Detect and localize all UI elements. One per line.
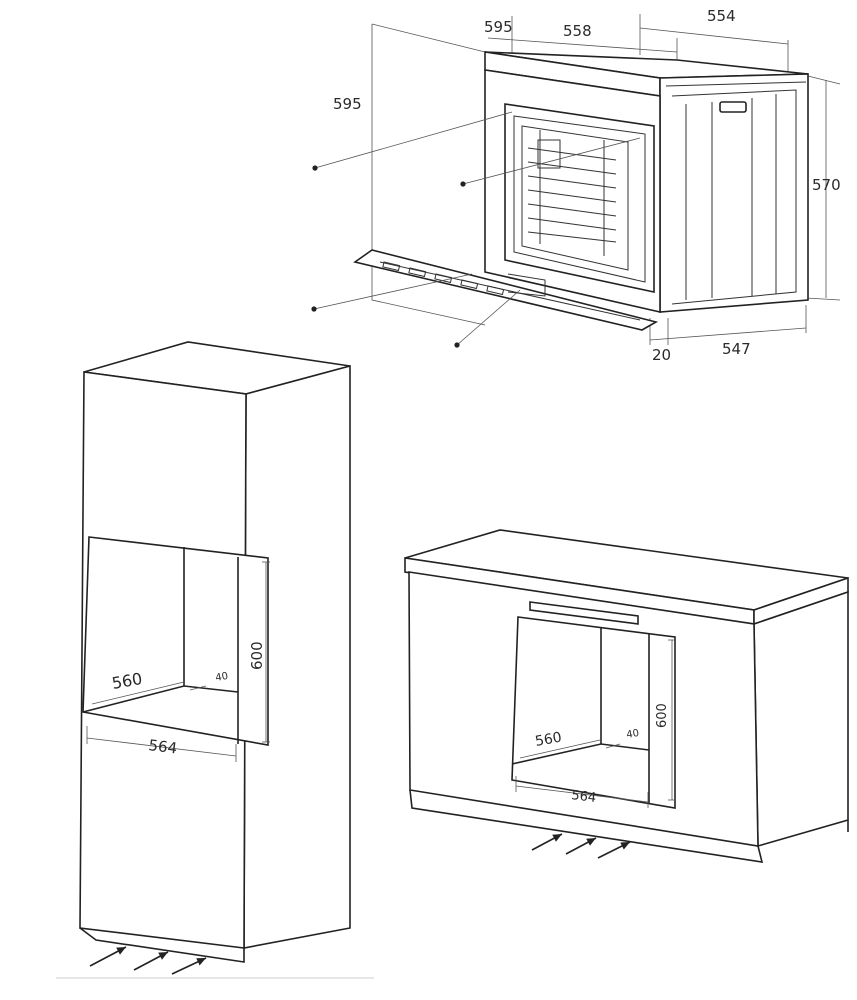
oven-side-depth-label: 554 [707, 7, 736, 25]
leader-dot [454, 342, 460, 348]
leader-dot [312, 165, 318, 171]
oven-door-thickness-label: 20 [652, 346, 671, 364]
tall-cabinet-dim-lines [86, 561, 270, 762]
oven-door-hinge [507, 273, 546, 297]
base-cabinet-dim-lines [515, 639, 676, 808]
oven-bottom-dim-line [649, 327, 807, 341]
oven-top-width-label: 558 [563, 22, 592, 40]
oven-side-vent-slot [719, 101, 747, 113]
tall-cabinet-height-label: 600 [248, 641, 266, 670]
oven-door-hinge-slots [382, 261, 505, 296]
leader-dot [311, 306, 317, 312]
base-cabinet-airflow-arrows [531, 833, 631, 859]
base-cabinet-handle [529, 601, 639, 625]
base-cabinet-depth-gap-label: 40 [626, 728, 640, 741]
oven-shelf-rack [527, 130, 617, 256]
base-cabinet-height-label: 600 [655, 703, 670, 728]
oven-drawing: 595 558 554 595 570 20 547 [311, 7, 841, 364]
oven-top-width-dim-line [487, 37, 678, 53]
oven-left-extension-line [371, 24, 486, 326]
tall-cabinet-niche [82, 536, 269, 746]
oven-height-right-label: 570 [812, 176, 841, 194]
tall-cabinet-depth-gap-label: 40 [215, 671, 229, 684]
base-cabinet-width-label: 560 [534, 730, 563, 750]
tall-cabinet-base-width-label: 564 [148, 736, 179, 757]
oven-cavity-opening [504, 103, 655, 293]
oven-side-depth-dim-line [639, 27, 789, 45]
oven-leader-lines [311, 111, 641, 348]
oven-side-ribs [665, 81, 807, 305]
tall-cabinet-airflow-arrows [89, 946, 207, 975]
oven-bottom-depth-label: 547 [722, 340, 751, 358]
oven-cavity-inner [513, 115, 646, 283]
base-cabinet-niche [511, 616, 676, 809]
base-cabinet-drawing: 560 40 600 564 [404, 529, 849, 863]
oven-front-depth-label: 595 [484, 18, 513, 36]
base-cabinet-side [753, 590, 849, 848]
tall-cabinet-drawing: 560 40 600 564 [56, 341, 374, 979]
base-cabinet-base-width-label: 564 [571, 788, 597, 806]
leader-dot [460, 181, 466, 187]
oven-lamp [537, 139, 561, 169]
oven-height-left-label: 595 [333, 95, 362, 113]
